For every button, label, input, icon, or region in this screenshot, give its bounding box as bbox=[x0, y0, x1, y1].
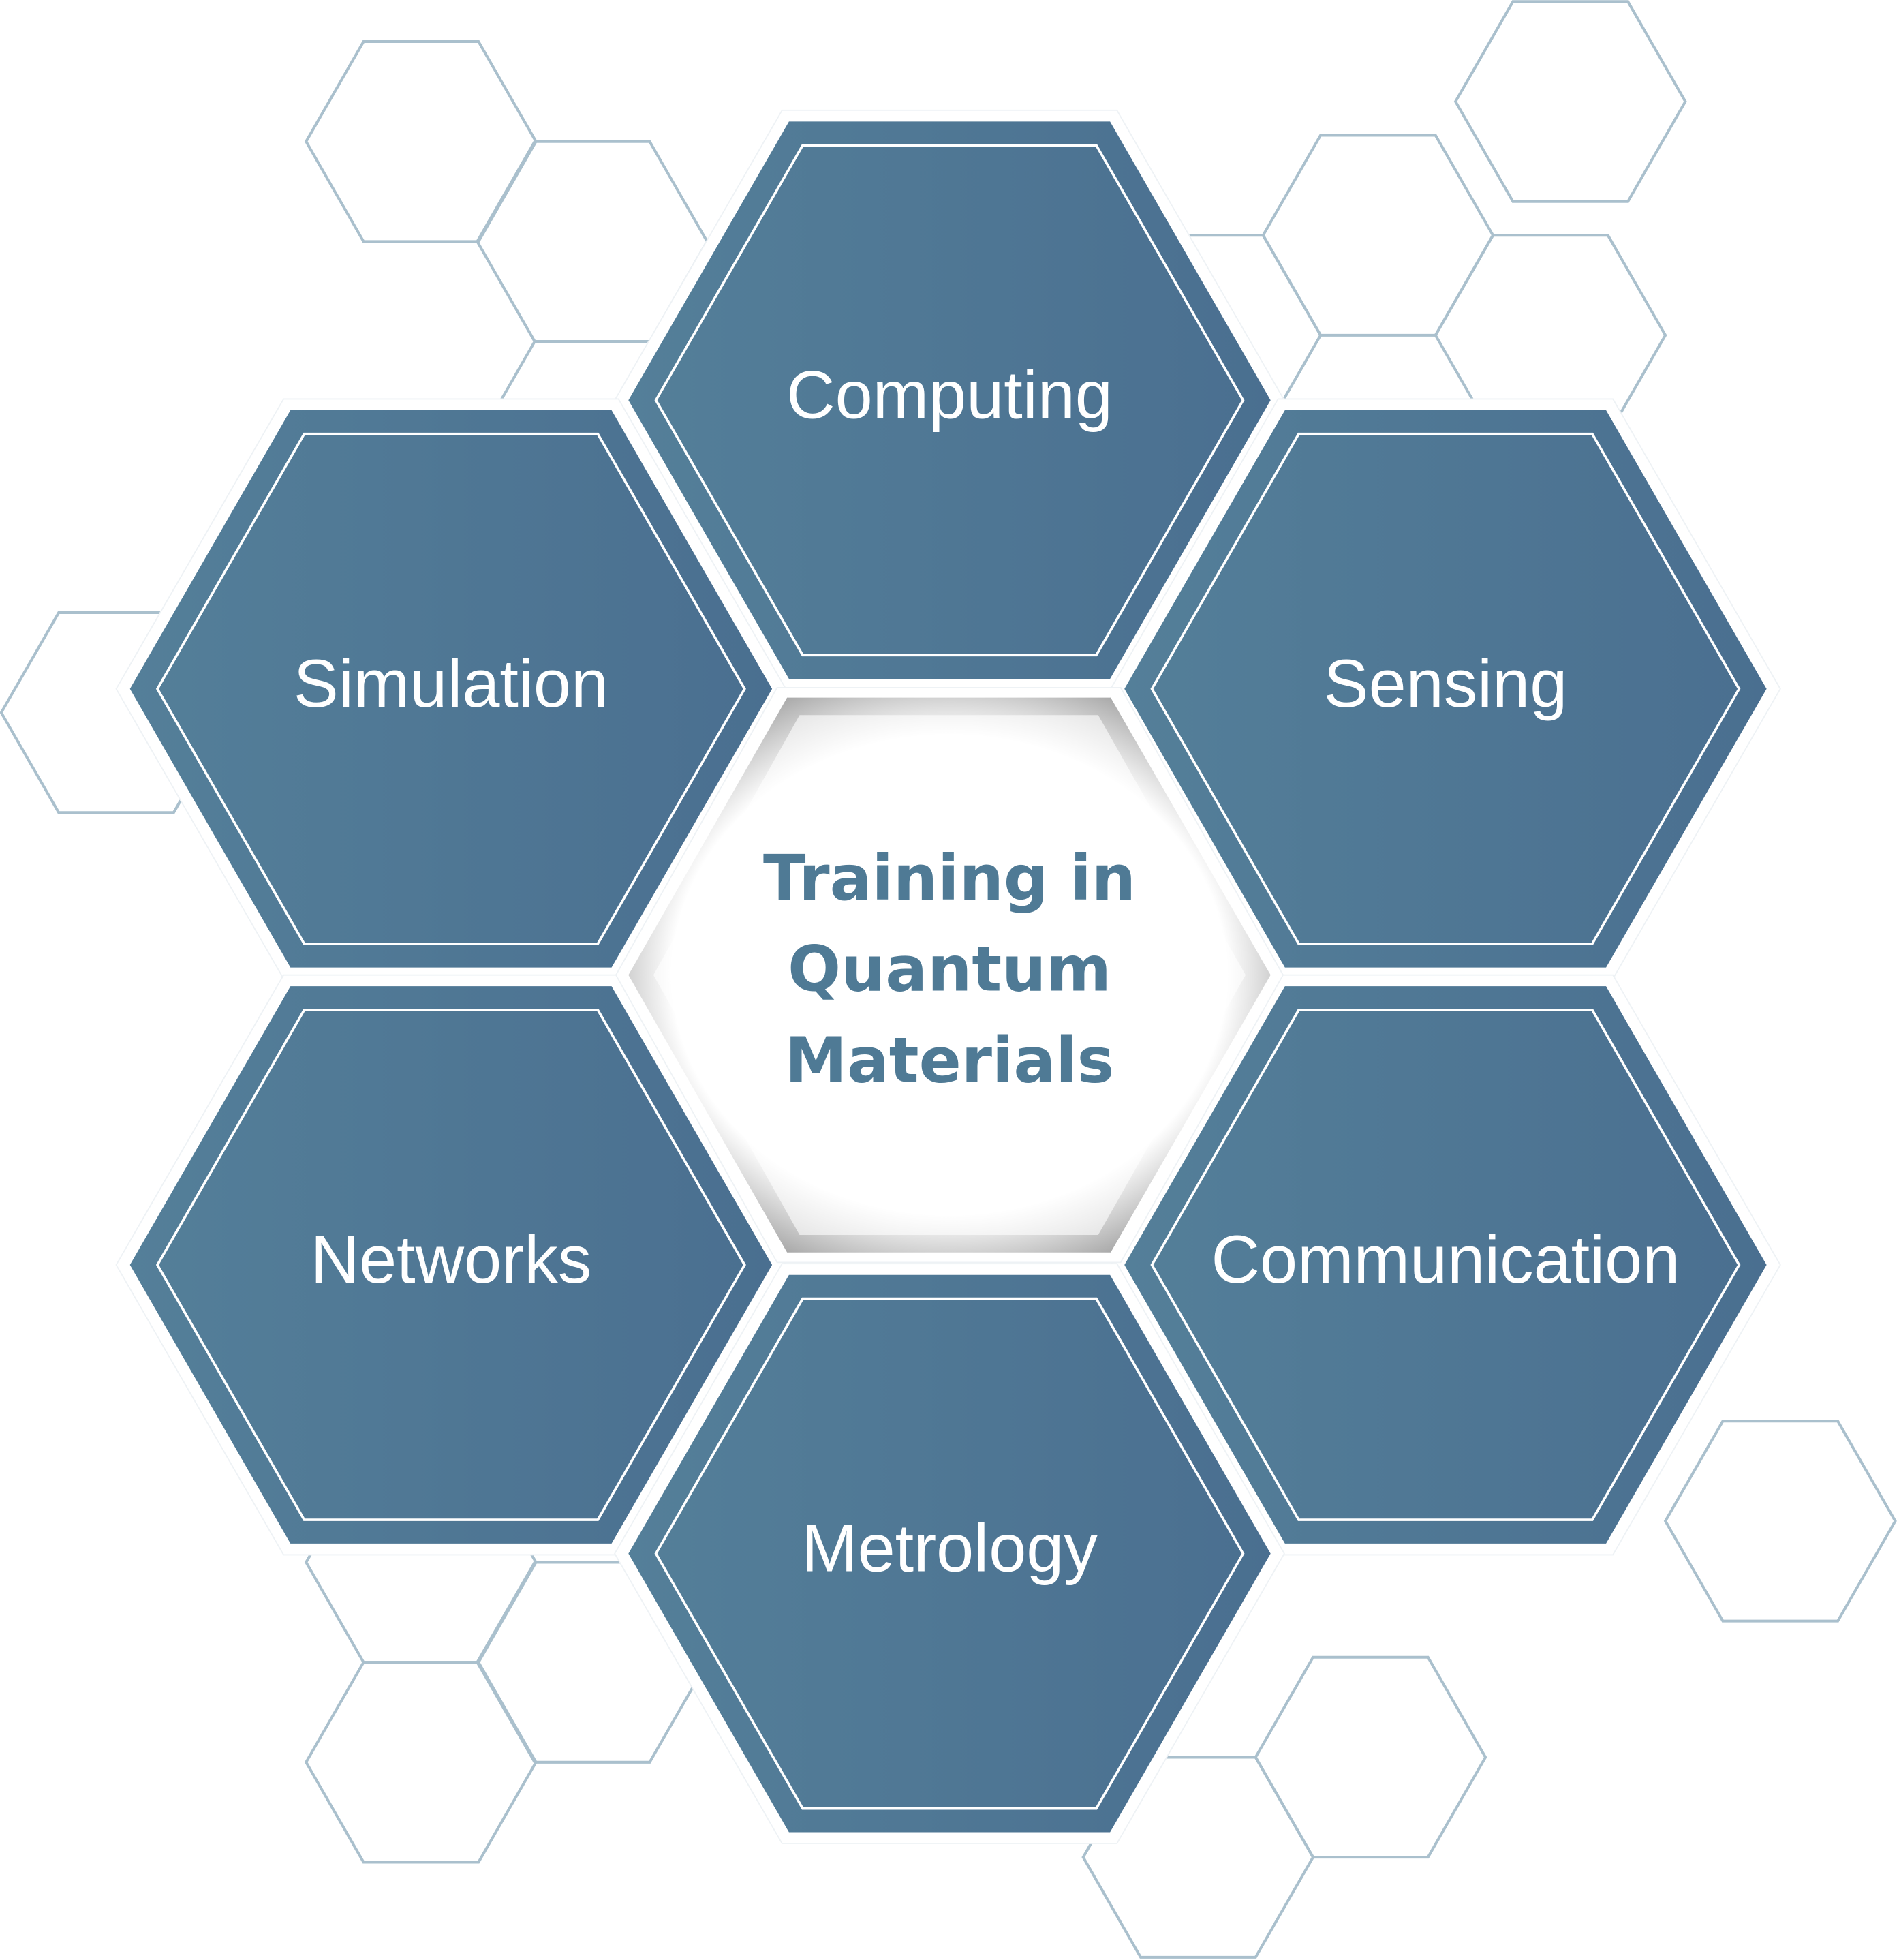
hexagon-label-communication: Communication bbox=[1211, 1221, 1680, 1297]
hexagon-outer-shape bbox=[628, 1274, 1271, 1833]
center-title-line-1: Training in bbox=[763, 842, 1136, 915]
hexagon-outer-shape bbox=[1124, 986, 1767, 1544]
center-title-line-2: Quantum bbox=[788, 933, 1111, 1006]
center-hexagon: Training in Quantum Materials bbox=[615, 687, 1284, 1264]
hexagon-communication: Communication bbox=[1109, 974, 1781, 1556]
background-hexagon-outline bbox=[1453, 0, 1687, 203]
hexagon-sensing: Sensing bbox=[1109, 398, 1781, 980]
hexagon-label-networks: Networks bbox=[311, 1221, 592, 1297]
hexagon-inner-shape bbox=[155, 1009, 746, 1521]
hexagon-label-computing: Computing bbox=[786, 356, 1113, 432]
hexagon-outer-shape bbox=[628, 121, 1271, 679]
background-hexagon-outline bbox=[1663, 1420, 1897, 1623]
hexagon-metrology: Metrology bbox=[614, 1263, 1285, 1844]
hexagon-computing: Computing bbox=[614, 109, 1285, 691]
background-hexagon-outline bbox=[1081, 1756, 1315, 1959]
hexagon-inner-shape bbox=[1150, 432, 1741, 945]
hexagon-networks: Networks bbox=[115, 974, 787, 1556]
hexagon-label-sensing: Sensing bbox=[1324, 645, 1568, 721]
background-hexagon-outline bbox=[304, 40, 538, 243]
hexagon-simulation: Simulation bbox=[115, 398, 787, 980]
hexagon-inner-shape bbox=[1150, 1009, 1741, 1521]
hexagon-outer-shape bbox=[129, 986, 773, 1544]
hexagon-inner-shape bbox=[155, 432, 746, 945]
background-hexagon-outline bbox=[304, 1661, 538, 1864]
hexagon-outer-shape bbox=[1124, 410, 1767, 968]
hexagon-outer-shape bbox=[129, 410, 773, 968]
hexagon-inner-shape bbox=[654, 144, 1245, 657]
background-hexagon-outline bbox=[1261, 134, 1495, 337]
center-title-line-3: Materials bbox=[785, 1024, 1114, 1097]
hexagon-label-simulation: Simulation bbox=[294, 645, 608, 721]
hexagon-label-metrology: Metrology bbox=[801, 1510, 1098, 1586]
hexagon-inner-shape bbox=[654, 1297, 1245, 1810]
background-hexagon-outline bbox=[1254, 1655, 1487, 1859]
